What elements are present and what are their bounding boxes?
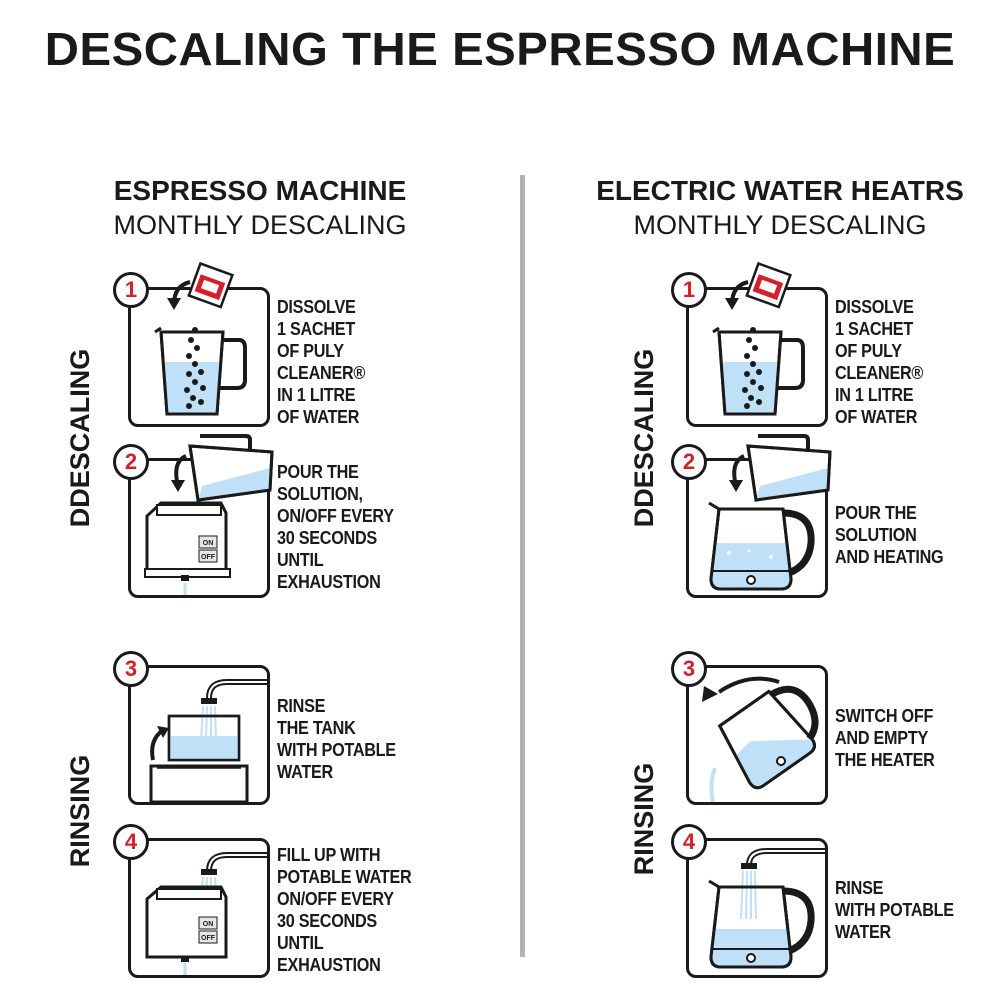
empty-kettle-icon xyxy=(709,676,819,802)
left-step-1-number: 1 xyxy=(113,272,149,308)
pitcher-pouring-icon xyxy=(171,434,274,502)
left-step-4-text: FILL UP WITH POTABLE WATER ON/OFF EVERY … xyxy=(277,845,412,975)
right-step-1-number: 1 xyxy=(671,272,707,308)
left-step-1-illustration xyxy=(128,287,270,427)
left-step-3-number: 3 xyxy=(113,651,149,687)
switch-off-label: OFF xyxy=(201,554,216,561)
right-heading-line2: MONTHLY DESCALING xyxy=(633,210,927,240)
right-step-1-illustration xyxy=(686,287,828,427)
right-step-3-number: 3 xyxy=(671,651,707,687)
right-step-2-text: POUR THE SOLUTION AND HEATING xyxy=(835,503,944,567)
right-section-descaling: DDESCALING xyxy=(629,348,659,528)
left-step-1-text: DISSOLVE 1 SACHET OF PULY CLEANER® IN 1 … xyxy=(277,297,366,427)
fill-machine-icon: ON OFF xyxy=(145,852,267,975)
switch-on-label: ON xyxy=(203,540,214,547)
left-heading-line1: ESPRESSO MACHINE xyxy=(113,175,407,206)
left-section-descaling: DDESCALING xyxy=(65,348,95,528)
switch-off-label: OFF xyxy=(201,935,216,942)
jug-with-sachet-icon xyxy=(154,326,247,416)
rotate-arrow-head-icon xyxy=(702,686,718,702)
right-step-3-illustration xyxy=(686,665,828,805)
right-step-4-number: 4 xyxy=(671,824,707,860)
right-step-3-text: SWITCH OFF AND EMPTY THE HEATER xyxy=(835,706,935,770)
sachet-icon xyxy=(725,262,792,310)
right-heading-line1: ELECTRIC WATER HEATRS xyxy=(596,175,964,206)
right-step-4-illustration xyxy=(686,838,828,978)
left-step-4-number: 4 xyxy=(113,824,149,860)
right-section-rinsing: RINSING xyxy=(629,762,659,876)
left-step-3-illustration xyxy=(128,665,270,805)
right-column-heading: ELECTRIC WATER HEATRS MONTHLY DESCALING xyxy=(560,174,1000,242)
right-step-2-number: 2 xyxy=(671,444,707,480)
left-step-3-text: RINSE THE TANK WITH POTABLE WATER xyxy=(277,696,396,782)
rinse-tank-icon xyxy=(149,679,267,802)
right-step-4-text: RINSE WITH POTABLE WATER xyxy=(835,878,954,942)
left-step-4-illustration: ON OFF xyxy=(128,838,270,978)
pour-into-machine-icon: ON OFF xyxy=(144,501,231,595)
pour-into-kettle-icon xyxy=(708,501,815,591)
sachet-icon xyxy=(167,262,234,310)
left-step-2-text: POUR THE SOLUTION, ON/OFF EVERY 30 SECON… xyxy=(277,462,394,592)
left-heading-line2: MONTHLY DESCALING xyxy=(113,210,407,240)
column-divider xyxy=(520,175,525,957)
page-title: DESCALING THE ESPRESSO MACHINE xyxy=(44,23,956,75)
pitcher-pouring-icon xyxy=(729,434,832,502)
left-step-2-number: 2 xyxy=(113,444,149,480)
left-column-heading: ESPRESSO MACHINE MONTHLY DESCALING xyxy=(60,174,460,242)
right-step-1-text: DISSOLVE 1 SACHET OF PULY CLEANER® IN 1 … xyxy=(835,297,924,427)
switch-on-label: ON xyxy=(203,921,214,928)
rinse-kettle-icon xyxy=(708,848,825,969)
left-section-rinsing: RINSING xyxy=(65,754,95,868)
jug-with-sachet-icon xyxy=(712,326,805,416)
